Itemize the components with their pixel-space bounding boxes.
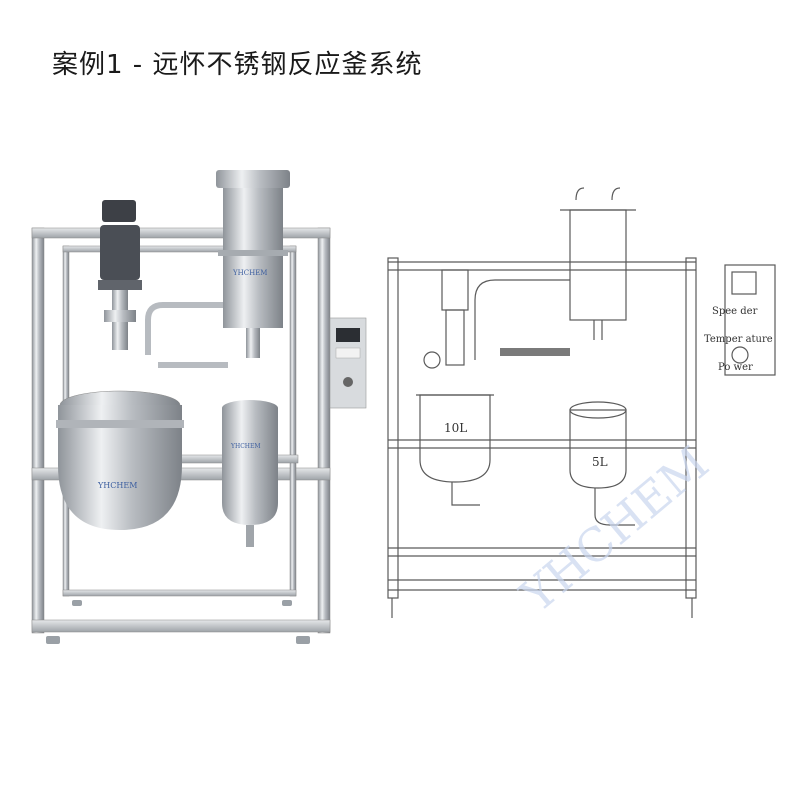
panel-label-temperature: Temper ature [704,334,773,345]
brand-label-small: YHCHEM [230,443,261,450]
vessel-5l-outline [569,409,627,489]
condenser-outline [569,209,627,321]
control-box [329,317,367,409]
vessel-10l-outline [419,394,491,483]
panel-label-power: Po wer [718,362,753,373]
page-title: 案例1 - 远怀不锈钢反应釜系统 [52,50,423,80]
brand-watermark: YHCHEM [510,436,719,624]
frame-right-post [685,257,697,599]
feet [46,600,310,644]
small-reactor: YHCHEM [222,400,278,547]
condenser: YHCHEM [216,170,290,358]
panel-label-speed: Spee der [712,306,758,317]
frame-left-post [387,257,399,599]
vessel-10l-label: 10L [444,421,467,435]
vessel-5l-label: 5L [592,455,608,469]
pipes [145,302,228,368]
brand-label-large: YHCHEM [97,481,137,490]
schematic-drawing: 10L 5L Spee der Temper ature Po wer YHCH… [387,187,776,624]
motor [98,200,142,350]
reactor-photo: YHCHEM YHCHEM YHCHEM [31,170,367,644]
brand-label-condenser: YHCHEM [232,269,267,277]
panel-outline [724,264,776,376]
large-reactor: YHCHEM [56,390,184,530]
